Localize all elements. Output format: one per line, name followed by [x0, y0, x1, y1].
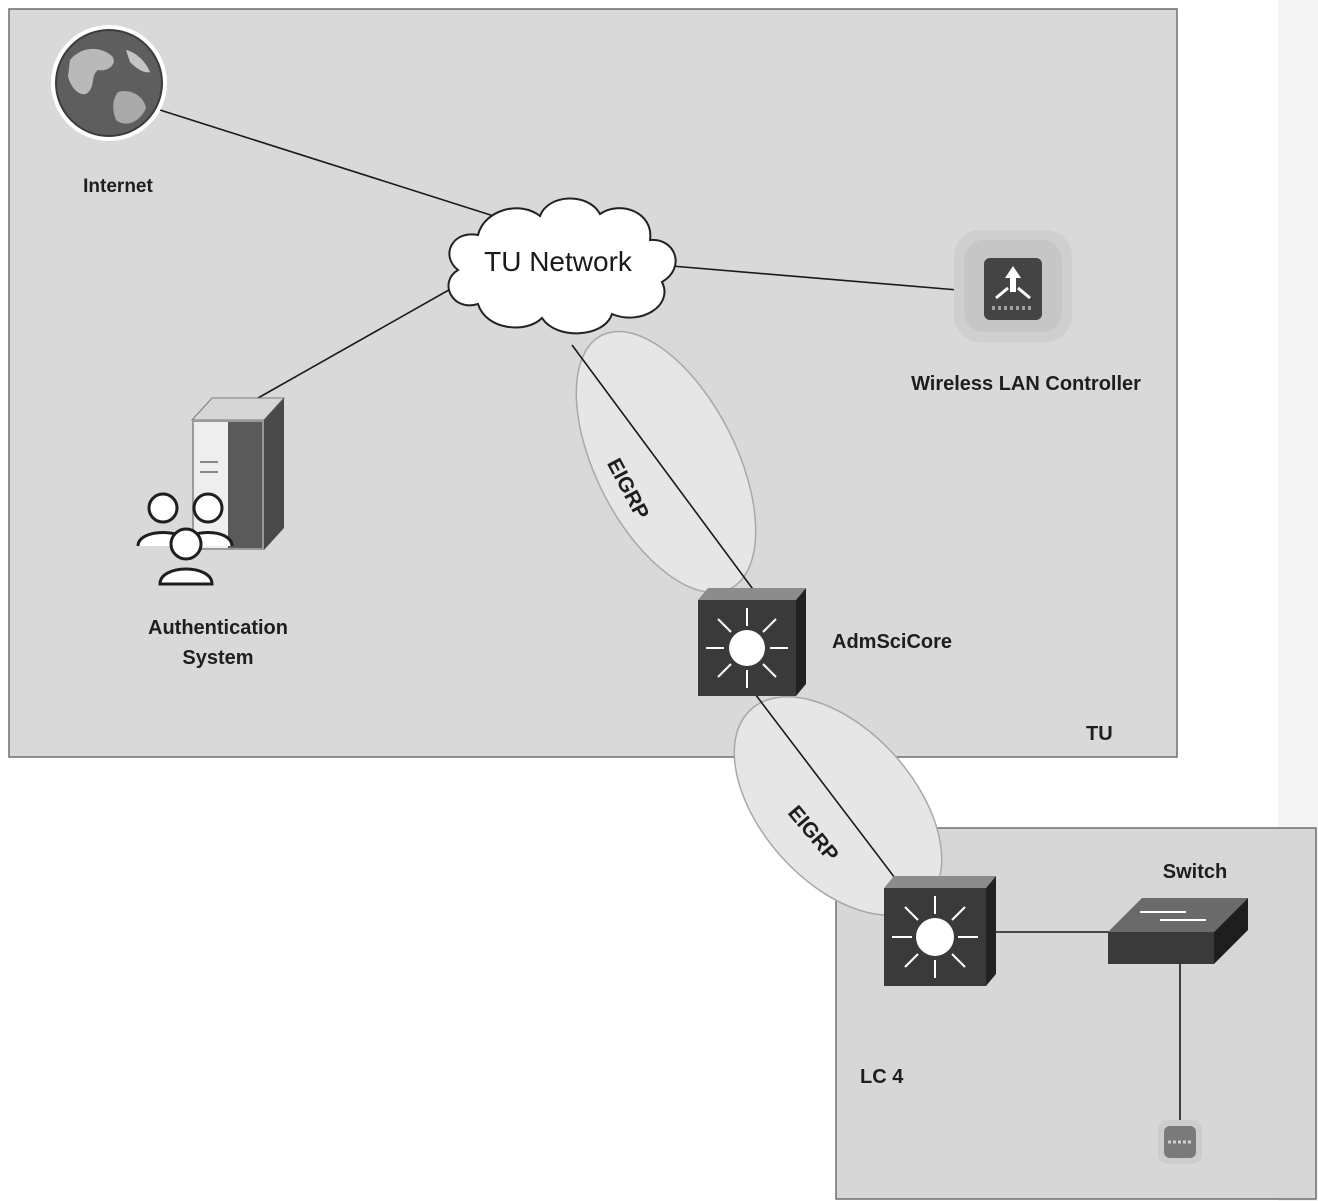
zone-lc4-label: LC 4 — [860, 1066, 904, 1088]
wlc-label: Wireless LAN Controller — [911, 373, 1141, 395]
links — [159, 109, 1181, 1122]
zone-tu-label: TU — [1086, 723, 1113, 745]
server-users-icon[interactable] — [136, 397, 286, 586]
access-point-icon[interactable] — [1158, 1120, 1202, 1164]
link-tunetwork-auth — [257, 277, 471, 399]
tu-network-label: TU Network — [484, 246, 633, 277]
link-tunetwork-admscicore — [571, 344, 759, 597]
auth-label-line1: Authentication — [148, 617, 288, 639]
cloud-icon[interactable] — [447, 197, 677, 335]
layer3-switch-icon[interactable] — [698, 588, 806, 696]
link-internet-tunetwork — [159, 109, 501, 219]
auth-label-line2: System — [182, 647, 253, 669]
switch-label: Switch — [1163, 861, 1227, 883]
internet-label: Internet — [83, 176, 153, 197]
wireless-controller-icon[interactable] — [954, 230, 1072, 342]
zone-lc4 — [835, 827, 1317, 1200]
switch-icon[interactable] — [1108, 898, 1248, 964]
lc4-core-switch-icon[interactable] — [884, 876, 996, 986]
link-tunetwork-wlc — [659, 264, 959, 291]
globe-icon[interactable] — [51, 25, 167, 141]
link-admscicore-lc4core — [751, 689, 899, 883]
admscicore-label: AdmSciCore — [832, 631, 952, 653]
